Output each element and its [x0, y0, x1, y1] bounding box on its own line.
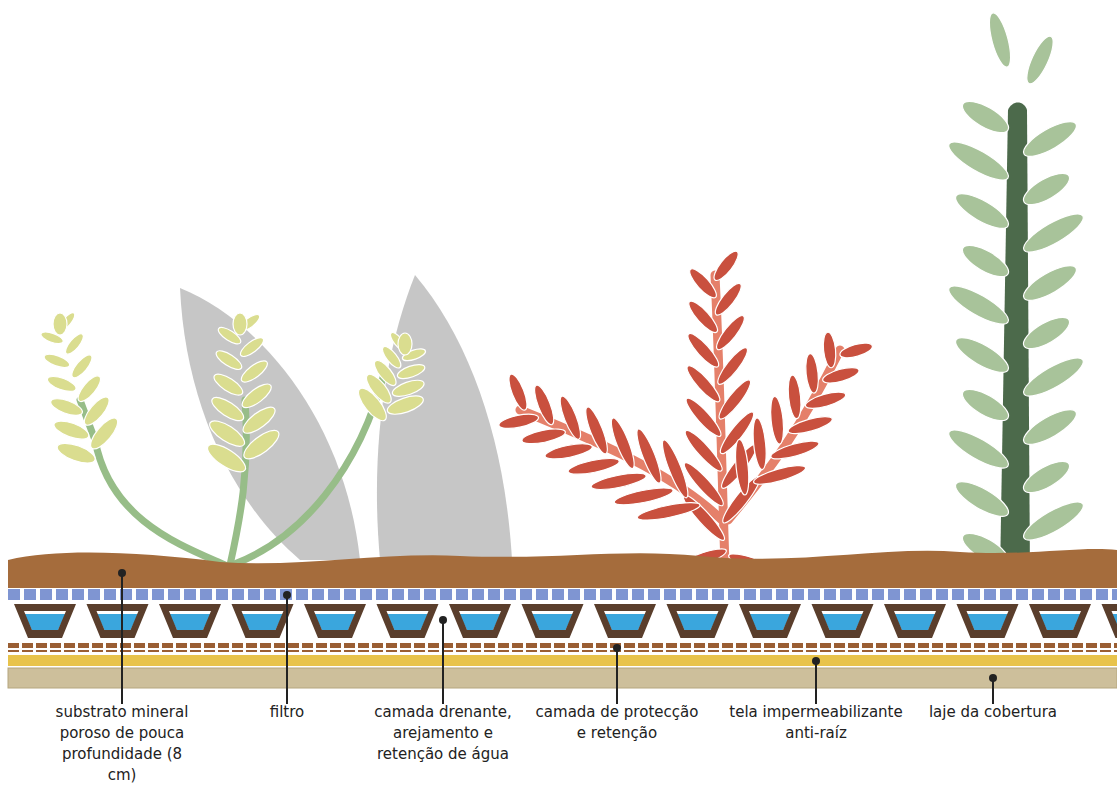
leaf — [1019, 455, 1074, 498]
leaf — [685, 298, 721, 336]
leaf — [238, 334, 267, 359]
leaf — [985, 11, 1015, 69]
leaf — [1019, 403, 1081, 450]
layer-label: camada de protecção e retenção — [530, 702, 705, 744]
leaf — [733, 439, 751, 496]
leaf — [498, 411, 540, 431]
substrate-layer — [8, 549, 1117, 588]
leaf — [63, 331, 87, 357]
layer-label: camada drenante, arejamento e retenção d… — [363, 702, 523, 765]
drainage-cup — [1029, 604, 1091, 638]
layer-label: laje da cobertura — [908, 702, 1078, 723]
leaf — [505, 372, 530, 412]
leaf — [1019, 351, 1088, 402]
drainage-cup — [1102, 604, 1117, 638]
leaf — [398, 333, 412, 355]
leaf — [714, 344, 752, 387]
drainage-cup — [884, 604, 946, 638]
leaf — [636, 499, 701, 524]
leaf — [544, 441, 594, 462]
leaf — [944, 423, 1013, 474]
leaf — [69, 352, 96, 381]
leader-dots — [118, 569, 997, 682]
protection-layer — [8, 643, 1117, 652]
leaf — [233, 313, 247, 335]
leaf — [239, 380, 275, 412]
filter-layer — [8, 589, 1117, 601]
leaf — [711, 280, 745, 318]
leaf — [1022, 33, 1058, 87]
drainage-cup — [232, 604, 294, 638]
leaf — [567, 455, 621, 477]
leaf — [804, 353, 820, 394]
drainage-layer — [14, 604, 1117, 638]
drainage-cup — [522, 604, 584, 638]
leaf — [951, 331, 1013, 378]
leaf — [74, 373, 104, 405]
drainage-cup — [87, 604, 149, 638]
leaf — [944, 279, 1013, 330]
leaf — [213, 347, 244, 373]
grey-leaf — [377, 275, 512, 560]
drainage-cup — [159, 604, 221, 638]
leaf — [613, 485, 674, 509]
stem — [230, 400, 246, 565]
drainage-cup — [14, 604, 76, 638]
leaf — [951, 187, 1013, 234]
leaf — [1019, 311, 1074, 354]
drainage-cup — [667, 604, 729, 638]
drainage-cup — [594, 604, 656, 638]
drainage-cup — [812, 604, 874, 638]
layer-label: filtro — [247, 702, 327, 723]
roof-slab — [8, 668, 1117, 688]
leaf — [1019, 495, 1088, 546]
leaf — [1019, 207, 1088, 258]
leaf — [751, 417, 768, 470]
drainage-cup — [304, 604, 366, 638]
leaf — [713, 312, 749, 353]
drainage-cup — [377, 604, 439, 638]
waterproof-membrane — [8, 655, 1117, 666]
leaf — [951, 475, 1013, 522]
leaf — [944, 135, 1013, 186]
leaf — [521, 426, 567, 447]
leaf — [804, 389, 847, 412]
plants — [39, 11, 1087, 595]
leaf — [208, 393, 246, 425]
layer-label: tela impermeabilizante anti-raíz — [721, 702, 911, 744]
stem — [80, 400, 225, 565]
leaf — [53, 313, 67, 335]
leaf — [838, 340, 874, 361]
leaf — [821, 364, 861, 386]
leaf — [958, 239, 1013, 282]
leaf — [1019, 167, 1074, 210]
leaf — [686, 265, 720, 301]
leaf — [590, 470, 647, 493]
leaf — [769, 396, 786, 445]
leaf — [1019, 115, 1081, 162]
leader-lines — [122, 573, 993, 704]
layer-label: substrato mineral poroso de pouca profun… — [47, 702, 197, 785]
leaf — [238, 357, 270, 385]
leaf — [684, 330, 722, 371]
leaf — [206, 416, 248, 451]
grey-leaf — [180, 288, 360, 560]
drainage-cup — [739, 604, 801, 638]
leaf — [786, 374, 802, 419]
leaf — [1019, 259, 1081, 306]
drainage-cup — [449, 604, 511, 638]
stem — [728, 350, 840, 520]
leaf — [958, 383, 1013, 426]
leaf — [211, 370, 246, 399]
leaf — [683, 362, 723, 405]
drainage-cup — [957, 604, 1019, 638]
leaf — [710, 248, 742, 284]
leaf — [822, 332, 838, 369]
leaf — [958, 95, 1013, 138]
